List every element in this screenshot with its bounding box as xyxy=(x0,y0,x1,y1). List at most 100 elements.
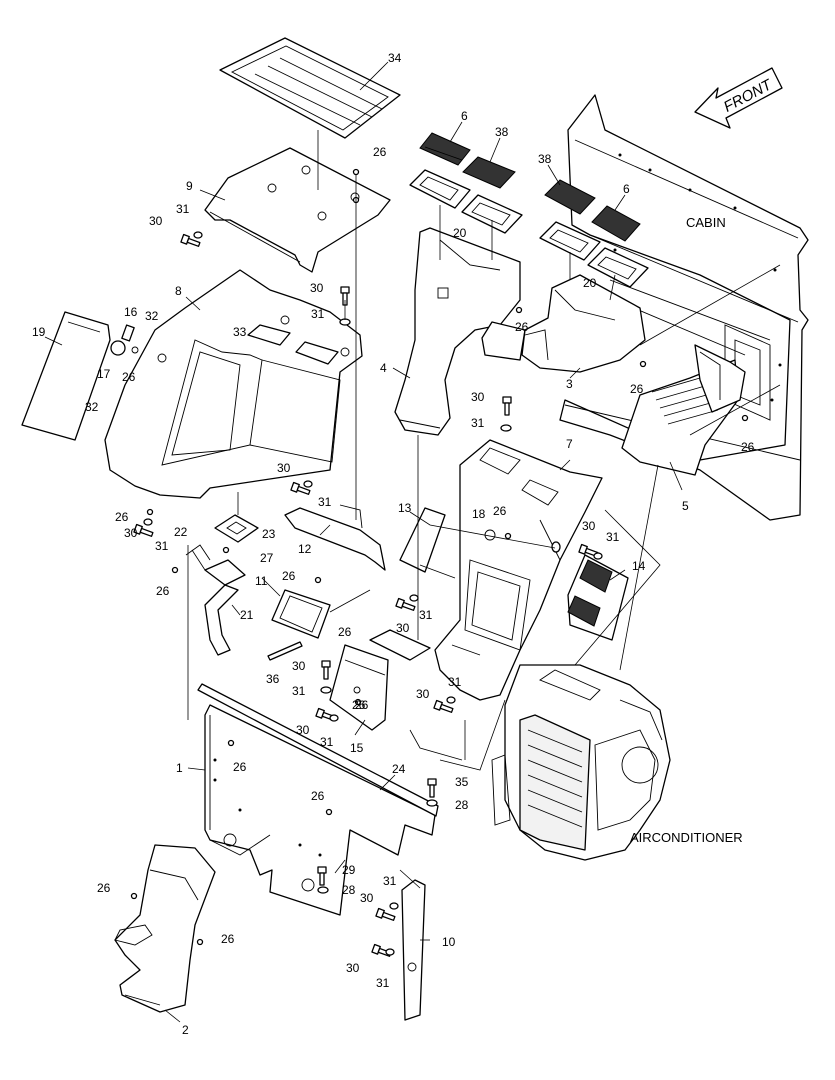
callout-26: 26 xyxy=(221,932,235,946)
callout-26: 26 xyxy=(352,698,366,712)
callout-28: 28 xyxy=(342,883,356,897)
callout-31: 31 xyxy=(419,608,433,622)
part-23-boot xyxy=(214,514,259,543)
callout-26: 26 xyxy=(741,440,755,454)
callout-32: 32 xyxy=(85,400,99,414)
callout-31: 31 xyxy=(155,539,169,553)
callout-26: 26 xyxy=(233,760,247,774)
callout-12: 12 xyxy=(298,542,312,556)
callout-2: 2 xyxy=(182,1023,189,1037)
callout-9: 9 xyxy=(186,179,193,193)
callout-4: 4 xyxy=(380,361,387,375)
callout-31: 31 xyxy=(606,530,620,544)
callout-30: 30 xyxy=(296,723,310,737)
callout-31: 31 xyxy=(376,976,390,990)
callout-14: 14 xyxy=(632,559,646,573)
callout-31: 31 xyxy=(292,684,306,698)
callout-7: 7 xyxy=(566,437,573,451)
callout-30: 30 xyxy=(396,621,410,635)
callout-numbers: 34 6 38 38 6 26 9 31 30 20 20 30 8 31 26… xyxy=(32,51,755,1037)
callout-6: 6 xyxy=(623,182,630,196)
callout-8: 8 xyxy=(175,284,182,298)
callout-34: 34 xyxy=(388,51,402,65)
part-21-lever xyxy=(185,544,246,656)
callout-33: 33 xyxy=(233,325,247,339)
callout-30: 30 xyxy=(360,891,374,905)
part-14-switch-panel xyxy=(567,554,629,641)
callout-19: 19 xyxy=(32,325,46,339)
callout-1: 1 xyxy=(176,761,183,775)
callout-30: 30 xyxy=(149,214,163,228)
callout-3: 3 xyxy=(566,377,573,391)
part-8-console-panel xyxy=(104,269,363,499)
callout-13: 13 xyxy=(398,501,412,515)
part-11-vent xyxy=(271,589,331,639)
callout-20: 20 xyxy=(583,276,597,290)
callout-26: 26 xyxy=(515,320,529,334)
part-2-lower-duct xyxy=(114,844,216,1013)
callout-30: 30 xyxy=(277,461,291,475)
callout-23: 23 xyxy=(262,527,276,541)
leader-lines xyxy=(44,61,781,1023)
callout-30: 30 xyxy=(346,961,360,975)
callout-27: 27 xyxy=(260,551,274,565)
part-3-duct xyxy=(521,274,646,373)
callout-30: 30 xyxy=(471,390,485,404)
callout-31: 31 xyxy=(318,495,332,509)
callout-38: 38 xyxy=(538,152,552,166)
cabin-label: CABIN xyxy=(686,215,726,230)
callout-26: 26 xyxy=(156,584,170,598)
callout-31: 31 xyxy=(383,874,397,888)
callout-26: 26 xyxy=(338,625,352,639)
part-34-floor-mat xyxy=(219,37,401,139)
callout-32: 32 xyxy=(145,309,159,323)
part-19-side-panel xyxy=(21,311,111,441)
callout-15: 15 xyxy=(350,741,364,755)
callout-22: 22 xyxy=(174,525,188,539)
callout-31: 31 xyxy=(448,675,462,689)
callout-20: 20 xyxy=(453,226,467,240)
callout-30: 30 xyxy=(124,526,138,540)
callout-30: 30 xyxy=(582,519,596,533)
callout-6: 6 xyxy=(461,109,468,123)
part-12-bracket xyxy=(284,504,386,571)
callout-31: 31 xyxy=(471,416,485,430)
callout-21: 21 xyxy=(240,608,254,622)
part-5-hose xyxy=(621,344,746,476)
vent-grilles-left xyxy=(409,132,523,234)
callout-31: 31 xyxy=(320,735,334,749)
callout-26: 26 xyxy=(373,145,387,159)
callout-18: 18 xyxy=(472,507,486,521)
callout-30: 30 xyxy=(416,687,430,701)
vent-grilles-right xyxy=(539,179,649,288)
callout-26: 26 xyxy=(115,510,129,524)
airconditioner-unit xyxy=(491,664,671,861)
part-15-bracket xyxy=(329,629,431,731)
part-1-main-panel xyxy=(204,704,436,916)
callout-28: 28 xyxy=(455,798,469,812)
part-4-duct xyxy=(394,227,526,436)
part-10-bar xyxy=(401,879,426,1021)
cabin-wall xyxy=(559,94,809,521)
callout-29: 29 xyxy=(342,863,356,877)
callout-26: 26 xyxy=(630,382,644,396)
callout-30: 30 xyxy=(310,281,324,295)
callout-26: 26 xyxy=(97,881,111,895)
part-7-center-console xyxy=(434,439,603,701)
front-arrow-icon: FRONT xyxy=(694,67,783,129)
airconditioner-label: AIRCONDITIONER xyxy=(630,830,743,845)
callout-31: 31 xyxy=(176,202,190,216)
callout-5: 5 xyxy=(682,499,689,513)
callout-10: 10 xyxy=(442,935,456,949)
callout-30: 30 xyxy=(292,659,306,673)
callout-36: 36 xyxy=(266,672,280,686)
part-13-cover xyxy=(399,507,446,573)
callout-26: 26 xyxy=(122,370,136,384)
callout-11: 11 xyxy=(255,574,268,588)
callout-26: 26 xyxy=(355,698,369,712)
part-9-cover-plate xyxy=(204,147,391,273)
callout-31: 31 xyxy=(311,307,325,321)
bolts-and-washers xyxy=(130,168,749,957)
callout-24: 24 xyxy=(392,762,406,776)
